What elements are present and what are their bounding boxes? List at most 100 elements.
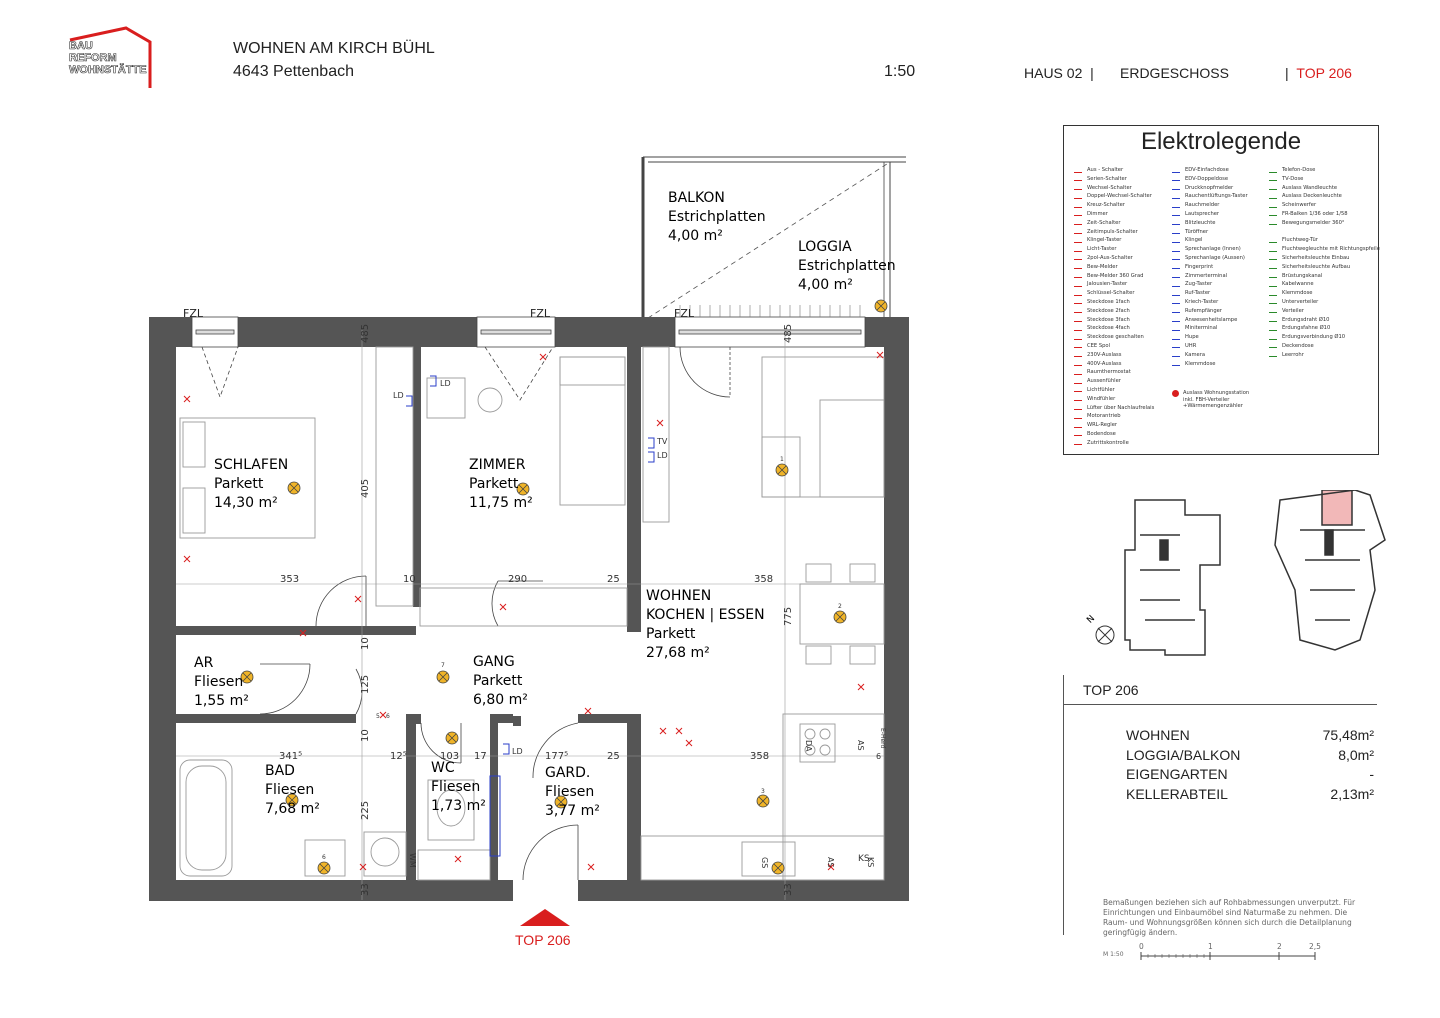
legend-symbol-icon [1269,210,1277,217]
legend-item: Erdungsverbindung Ø10 [1269,333,1380,342]
legend-item: Zeitimpuls-Schalter [1074,228,1154,237]
legend-item: Sicherheitsleuchte Einbau [1269,254,1380,263]
legend-item-label: Windfühler [1087,395,1116,402]
scale-bar-graphic [1140,952,1316,960]
room-gang-material: Parkett [473,673,523,689]
legend-item-label: UHR [1185,342,1197,349]
legend-symbol-icon [1172,175,1180,182]
legend-item: TV-Dose [1269,175,1380,184]
legend-item-label: Sprechanlage (Innen) [1185,246,1241,253]
legend-item: UHR [1172,342,1248,351]
room-wc-area: 1,73 m² [431,798,486,814]
dim-label: 10 [360,637,371,650]
light-icon [445,731,459,745]
legend-symbol-icon [1269,193,1277,199]
legend-item: CEE Spol [1074,342,1154,351]
building-name: HAUS 02 [1024,65,1083,81]
legend-symbol-icon [1074,334,1082,340]
legend-item: Kabelwanne [1269,280,1380,289]
mark-label: KS [858,854,870,864]
dimension-lines [176,330,884,900]
legend-item-label: Bewegungsmelder 360° [1282,219,1345,226]
legend-item-label: Klingel [1185,237,1203,244]
scale-tick-label: 2,5 [1309,942,1321,951]
legend-item-label: EDV-Einfachdose [1185,167,1229,173]
mark-label: LD [393,391,404,400]
legend-item-label: Ruf-Taster [1185,290,1211,297]
key-plan-highlight [1321,490,1353,526]
disclaimer-note: Bemaßungen beziehen sich auf Rohbabmessu… [1103,898,1356,937]
windows [191,316,866,348]
legend-item-label: Klingel-Taster [1087,237,1122,244]
mark-label: 6 [386,713,390,720]
room-ar-material: Fliesen [194,674,243,690]
legend-symbol-icon [1074,360,1082,367]
legend-symbol-icon [1172,263,1180,270]
legend-item: Sicherheitsleuchte Aufbau [1269,263,1380,272]
legend-item: WRL-Regler [1074,421,1154,430]
legend-symbol-icon [1074,237,1082,243]
floor-label: ERDGESCHOSS [1120,65,1229,81]
legend-item-label: Steckdose geschalten [1087,334,1144,341]
dim-label: 33 [783,883,794,896]
legend-symbol-icon [1172,307,1180,314]
legend-symbol-icon [1074,281,1082,287]
room-gang-area: 6,80 m² [473,692,528,708]
summary-border-left [1063,705,1064,935]
legend-item: Steckdose 1fach [1074,298,1154,307]
room-balkon-area: 4,00 m² [668,228,723,244]
legend-symbol-icon [1074,342,1082,349]
legend-item: Brüstungskanal [1269,272,1380,281]
legend-item-label: Kreuz-Schalter [1087,202,1125,209]
scale-tick-label: 0 [1139,942,1144,951]
legend-symbol-icon [1074,351,1082,358]
legend-symbol-icon [1074,430,1082,437]
mark-label: 6 [322,854,326,861]
legend-item: Zimmerterminal [1172,272,1248,281]
legend-item-label: Unterverteiler [1282,298,1319,305]
summary-row: KELLERABTEIL 2,13m² [1126,786,1374,806]
legend-item: Zeit-Schalter [1074,219,1154,228]
legend-symbol-icon [1074,298,1082,305]
summary-row: LOGGIA/BALKON 8,0m² [1126,747,1374,766]
doors [201,346,731,881]
legend-symbol-icon [1074,290,1082,296]
dim-label: 225 [360,801,371,820]
legend-symbol-icon [1074,246,1082,252]
legend-symbol-icon [1074,228,1082,235]
room-wohnen-area: 27,68 m² [646,645,710,661]
north-arrow-icon: N [1085,614,1115,645]
dim-label: 353 [280,574,299,585]
key-plan-right [1274,490,1386,651]
legend-item: Steckdose geschalten [1074,333,1154,342]
legend-item-label: Miniterminal [1185,325,1218,332]
room-gard-material: Fliesen [545,784,594,800]
entrance-arrow[interactable] [520,909,570,926]
legend-symbol-icon [1074,386,1082,393]
legend-item: 230V-Auslass [1074,351,1154,360]
legend-symbol-icon [1172,219,1180,226]
legend-symbol-icon [1172,210,1180,217]
summary-row-label: KELLERABTEIL [1126,786,1228,802]
legend-item: Deckendose [1269,342,1380,351]
legend-symbol-icon [1074,378,1082,384]
unit-label: | TOP 206 [1285,65,1352,81]
legend-item: Bew-Melder [1074,263,1154,272]
legend-item-label: Fingerprint [1185,263,1214,270]
legend-item: Telefon-Dose [1269,166,1380,175]
legend-item-label: Steckdose 1fach [1087,298,1130,305]
mark-label: TV [656,437,668,446]
legend-symbol-icon [1269,316,1277,323]
legend-item-label: Türöffner [1185,228,1209,235]
legend-item-label: 2pol-Aus-Schalter [1087,254,1133,261]
legend-item: Erdungsdraht Ø10 [1269,316,1380,325]
legend-item: Kriech-Taster [1172,298,1248,307]
legend-item-label: Jalousien-Taster [1087,281,1128,288]
legend-symbol-icon [1074,395,1082,402]
room-gard-name: GARD. [545,765,590,781]
legend-symbol-icon [1074,272,1082,279]
legend-item: Klemmdose [1172,360,1248,369]
dim-label: 103 [440,751,459,762]
